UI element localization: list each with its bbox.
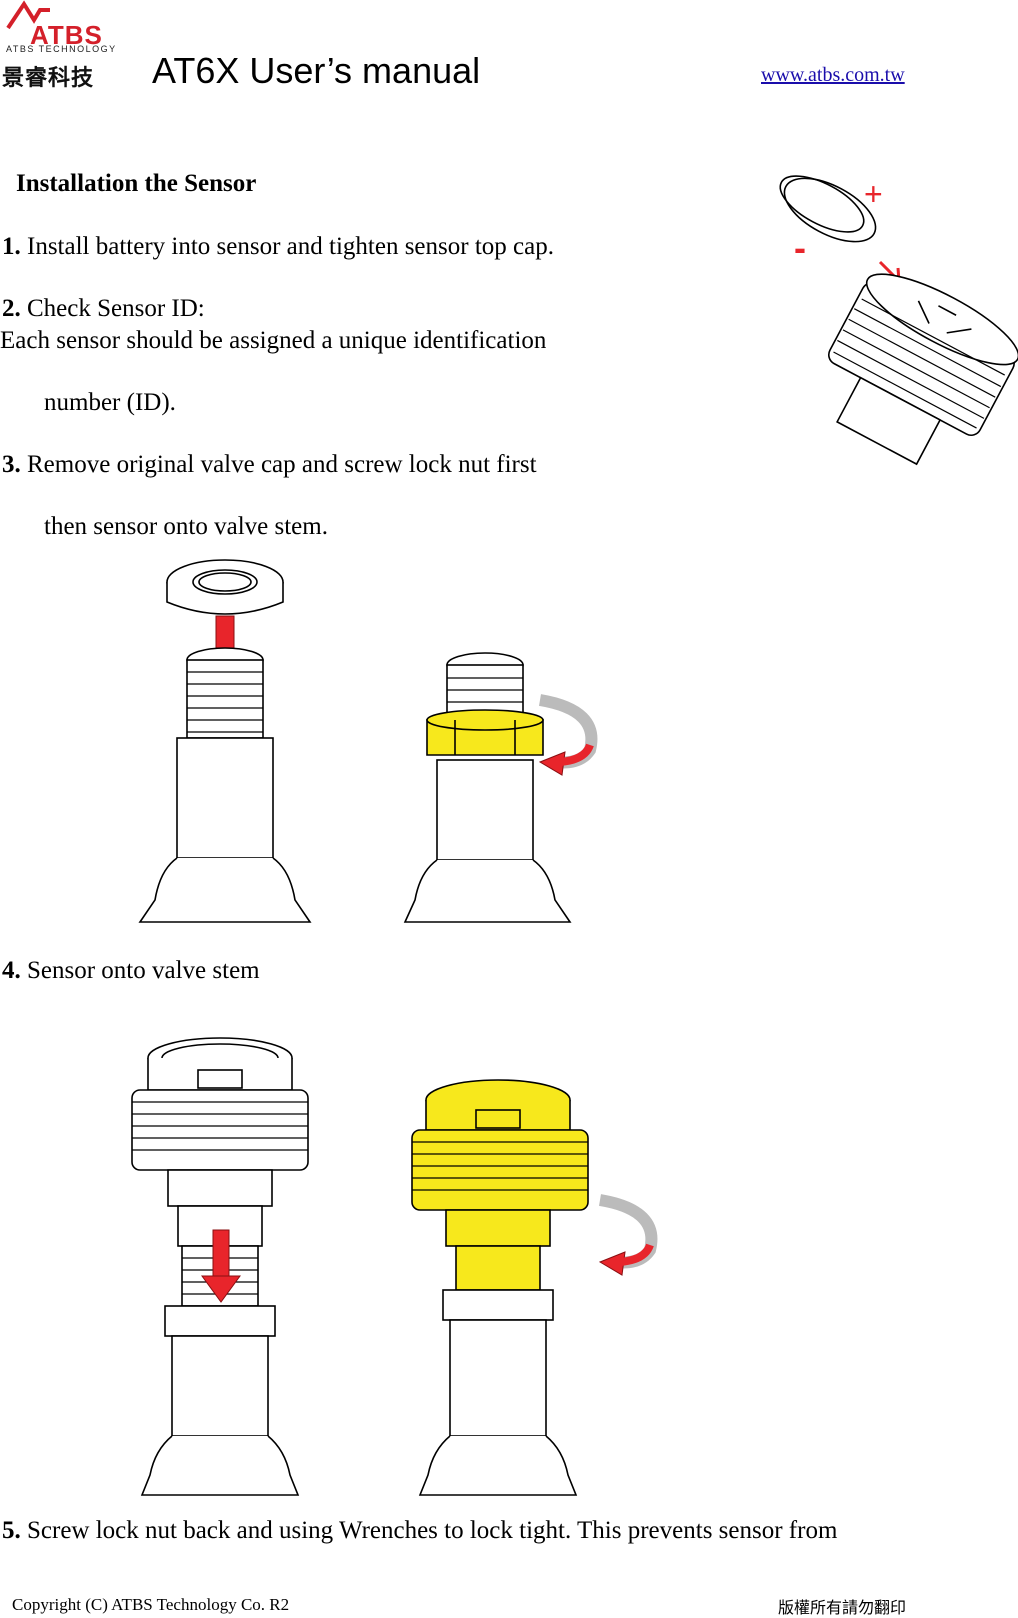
rotate-arrow-icon xyxy=(598,1194,658,1276)
copyright-text: Copyright (C) ATBS Technology Co. R2 xyxy=(12,1595,290,1614)
logo-mark-icon xyxy=(6,0,50,30)
valve-stem-left xyxy=(138,647,312,923)
plus-sign: + xyxy=(864,176,883,212)
rotate-arrow-icon xyxy=(538,694,598,776)
step-number: 3. xyxy=(2,451,21,478)
company-logo: ATBS ATBS TECHNOLOGY 景睿科技 xyxy=(0,0,140,91)
logo-text: ATBS xyxy=(30,20,103,50)
step-2-line-3: number (ID). xyxy=(44,389,176,416)
step-2-line-2: Each sensor should be assigned a unique … xyxy=(0,327,547,354)
battery-coin xyxy=(783,177,877,243)
sensor-mount-illustration xyxy=(131,1037,658,1496)
logo-cjk: 景睿科技 xyxy=(2,66,95,91)
step-text: Sensor onto valve stem xyxy=(27,957,260,984)
step-3-line-2: then sensor onto valve stem. xyxy=(44,513,328,540)
valve-stem-left xyxy=(140,1245,300,1496)
sensor-left xyxy=(131,1037,309,1247)
valve-stem-right xyxy=(418,1289,578,1496)
lock-nut-yellow xyxy=(426,709,544,756)
step-number: 1. xyxy=(2,233,21,260)
step-5: 5. Screw lock nut back and using Wrenche… xyxy=(2,1516,837,1546)
arrow-down-icon xyxy=(201,1229,241,1303)
step-number: 5. xyxy=(2,1517,21,1544)
step-number: 2. xyxy=(2,295,21,322)
step-text: Screw lock nut back and using Wrenches t… xyxy=(27,1517,838,1544)
logo-subtitle: ATBS TECHNOLOGY xyxy=(6,44,117,54)
step-text: Check Sensor ID: xyxy=(27,295,205,322)
minus-sign: - xyxy=(794,227,806,268)
website-link[interactable]: www.atbs.com.tw xyxy=(761,64,905,86)
battery-sensor-illustration: + - xyxy=(779,175,1018,466)
step-3: 3. Remove original valve cap and screw l… xyxy=(2,450,537,480)
sensor-body xyxy=(828,273,1018,466)
lock-nut-removal-illustration xyxy=(138,559,598,923)
step-number: 4. xyxy=(2,957,21,984)
document-title: AT6X User’s manual xyxy=(152,50,481,91)
step-text: Remove original valve cap and screw lock… xyxy=(27,451,537,478)
valve-stem-right xyxy=(403,652,572,923)
copyright-notice: 版權所有請勿翻印 xyxy=(778,1598,907,1617)
step-2: 2. Check Sensor ID: xyxy=(2,294,205,324)
step-text: Install battery into sensor and tighten … xyxy=(27,233,554,260)
step-4: 4. Sensor onto valve stem xyxy=(2,956,260,986)
section-heading: Installation the Sensor xyxy=(16,170,257,197)
step-1: 1. Install battery into sensor and tight… xyxy=(2,232,554,262)
sensor-right-yellow xyxy=(411,1079,589,1291)
lock-nut xyxy=(166,559,284,615)
